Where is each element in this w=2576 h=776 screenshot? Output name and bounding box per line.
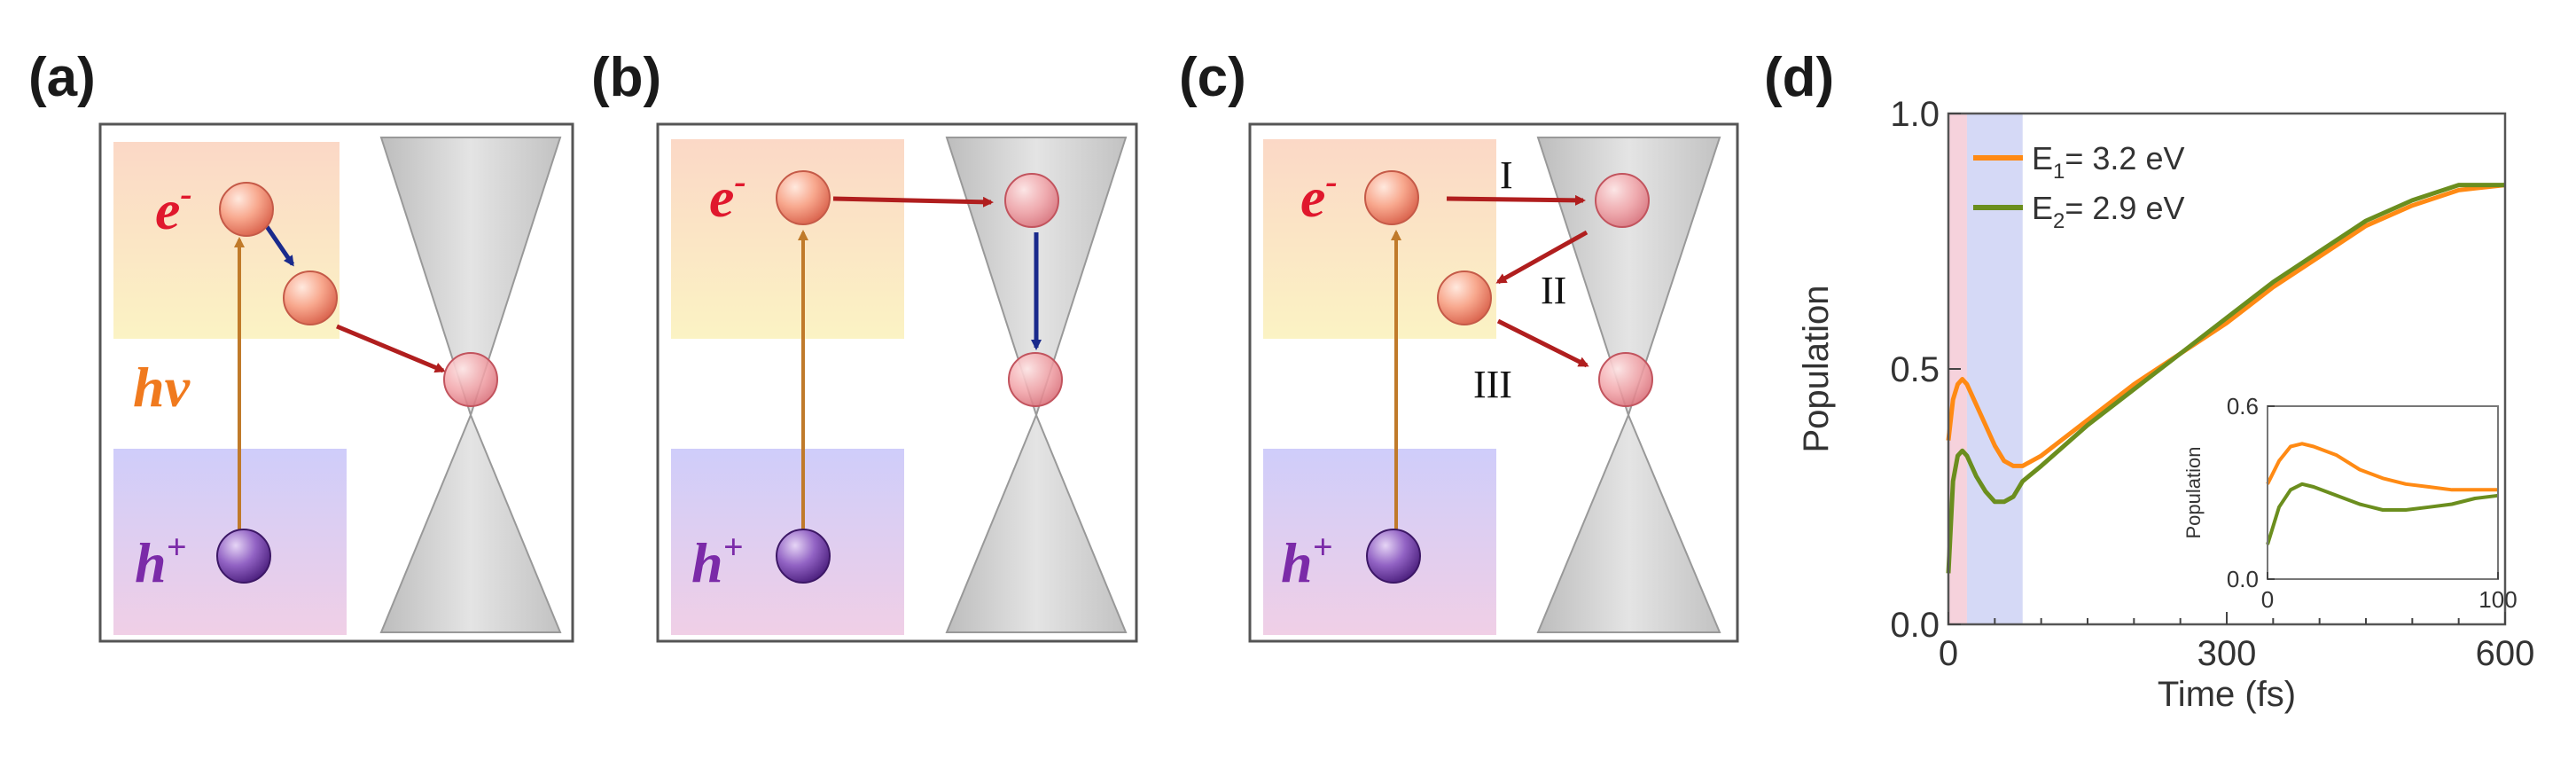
electron-ball-graphene-hot xyxy=(1004,173,1059,228)
y-axis-label: Population xyxy=(1797,285,1836,452)
legend-label-1: E1= 3.2 eV xyxy=(2032,140,2184,184)
series-line-2 xyxy=(1946,183,2505,574)
panel-c-label: (c) xyxy=(1179,47,1246,108)
inset-series-line-1 xyxy=(2266,442,2498,492)
y-tick-label: 1.0 xyxy=(1890,95,1940,134)
x-tick-label: 0 xyxy=(1939,634,1958,673)
step-label-iii: III xyxy=(1473,363,1512,406)
electron-ball xyxy=(776,170,831,225)
electron-ball-graphene xyxy=(1598,352,1653,407)
panel-b-label: (b) xyxy=(591,47,661,108)
hole-label: h+ xyxy=(135,527,186,594)
inset-y-axis-label: Population xyxy=(2182,447,2205,539)
inset-plot-frame xyxy=(2267,405,2499,580)
inset-y-tick-label: 0.6 xyxy=(2227,393,2259,419)
hole-ball xyxy=(1366,529,1421,584)
electron-label: e- xyxy=(1300,161,1338,229)
x-axis-label: Time (fs) xyxy=(2158,675,2296,714)
y-tick-label: 0.5 xyxy=(1890,350,1940,389)
inset-x-tick-label: 0 xyxy=(2261,586,2274,613)
dirac-cone-lower xyxy=(945,412,1128,633)
transfer-arrow-i xyxy=(1446,194,1586,206)
transfer-arrow-iii xyxy=(1496,318,1589,368)
electron-ball-graphene-hot xyxy=(1595,173,1650,228)
electron-ball xyxy=(1364,170,1419,225)
panel-b: (b) e- h+ xyxy=(591,47,1138,643)
electron-label: e- xyxy=(709,161,746,229)
electron-ball-back xyxy=(1437,270,1492,325)
hole-ball xyxy=(216,529,271,584)
x-tick-label: 300 xyxy=(2197,634,2257,673)
inset-x-tick-label: 100 xyxy=(2478,586,2517,613)
panel-a-label: (a) xyxy=(28,47,96,108)
electron-ball-graphene xyxy=(1008,352,1063,407)
panel-d-label: (d) xyxy=(1764,47,1834,108)
conduction-band-region xyxy=(671,139,904,339)
dirac-cone-upper xyxy=(1536,137,1721,419)
step-label-ii: II xyxy=(1541,269,1566,312)
panel-c: (c) I II III e- h+ xyxy=(1179,47,1739,643)
inset-series-line-2 xyxy=(2266,482,2499,545)
hole-label: h+ xyxy=(691,527,743,594)
step-label-i: I xyxy=(1500,153,1513,197)
inset-plot-area xyxy=(2268,406,2498,579)
panel-a: (a) e- hv h+ xyxy=(28,47,574,643)
photon-label: hv xyxy=(133,356,191,419)
hole-ball xyxy=(776,529,831,584)
series-line-1 xyxy=(1946,183,2506,468)
dirac-cone-lower xyxy=(1536,412,1721,633)
electron-ball-graphene xyxy=(443,352,498,407)
shaded-region-blue xyxy=(1966,114,2023,624)
transfer-arrow xyxy=(832,196,994,208)
x-tick-label: 600 xyxy=(2476,634,2535,673)
transfer-arrow xyxy=(336,324,446,373)
hole-label: h+ xyxy=(1281,527,1332,594)
dirac-cone-upper xyxy=(379,137,562,419)
inset-y-tick-label: 0.0 xyxy=(2227,566,2259,592)
legend-label-2: E2= 2.9 eV xyxy=(2032,190,2184,233)
dirac-cone-lower xyxy=(379,412,562,633)
relaxation-arrow xyxy=(263,223,295,267)
y-tick-label: 0.0 xyxy=(1890,606,1940,645)
electron-label: e- xyxy=(155,174,192,241)
transfer-arrow-ii xyxy=(1495,230,1589,285)
electron-ball-relaxed xyxy=(283,270,338,325)
electron-ball xyxy=(219,182,274,237)
